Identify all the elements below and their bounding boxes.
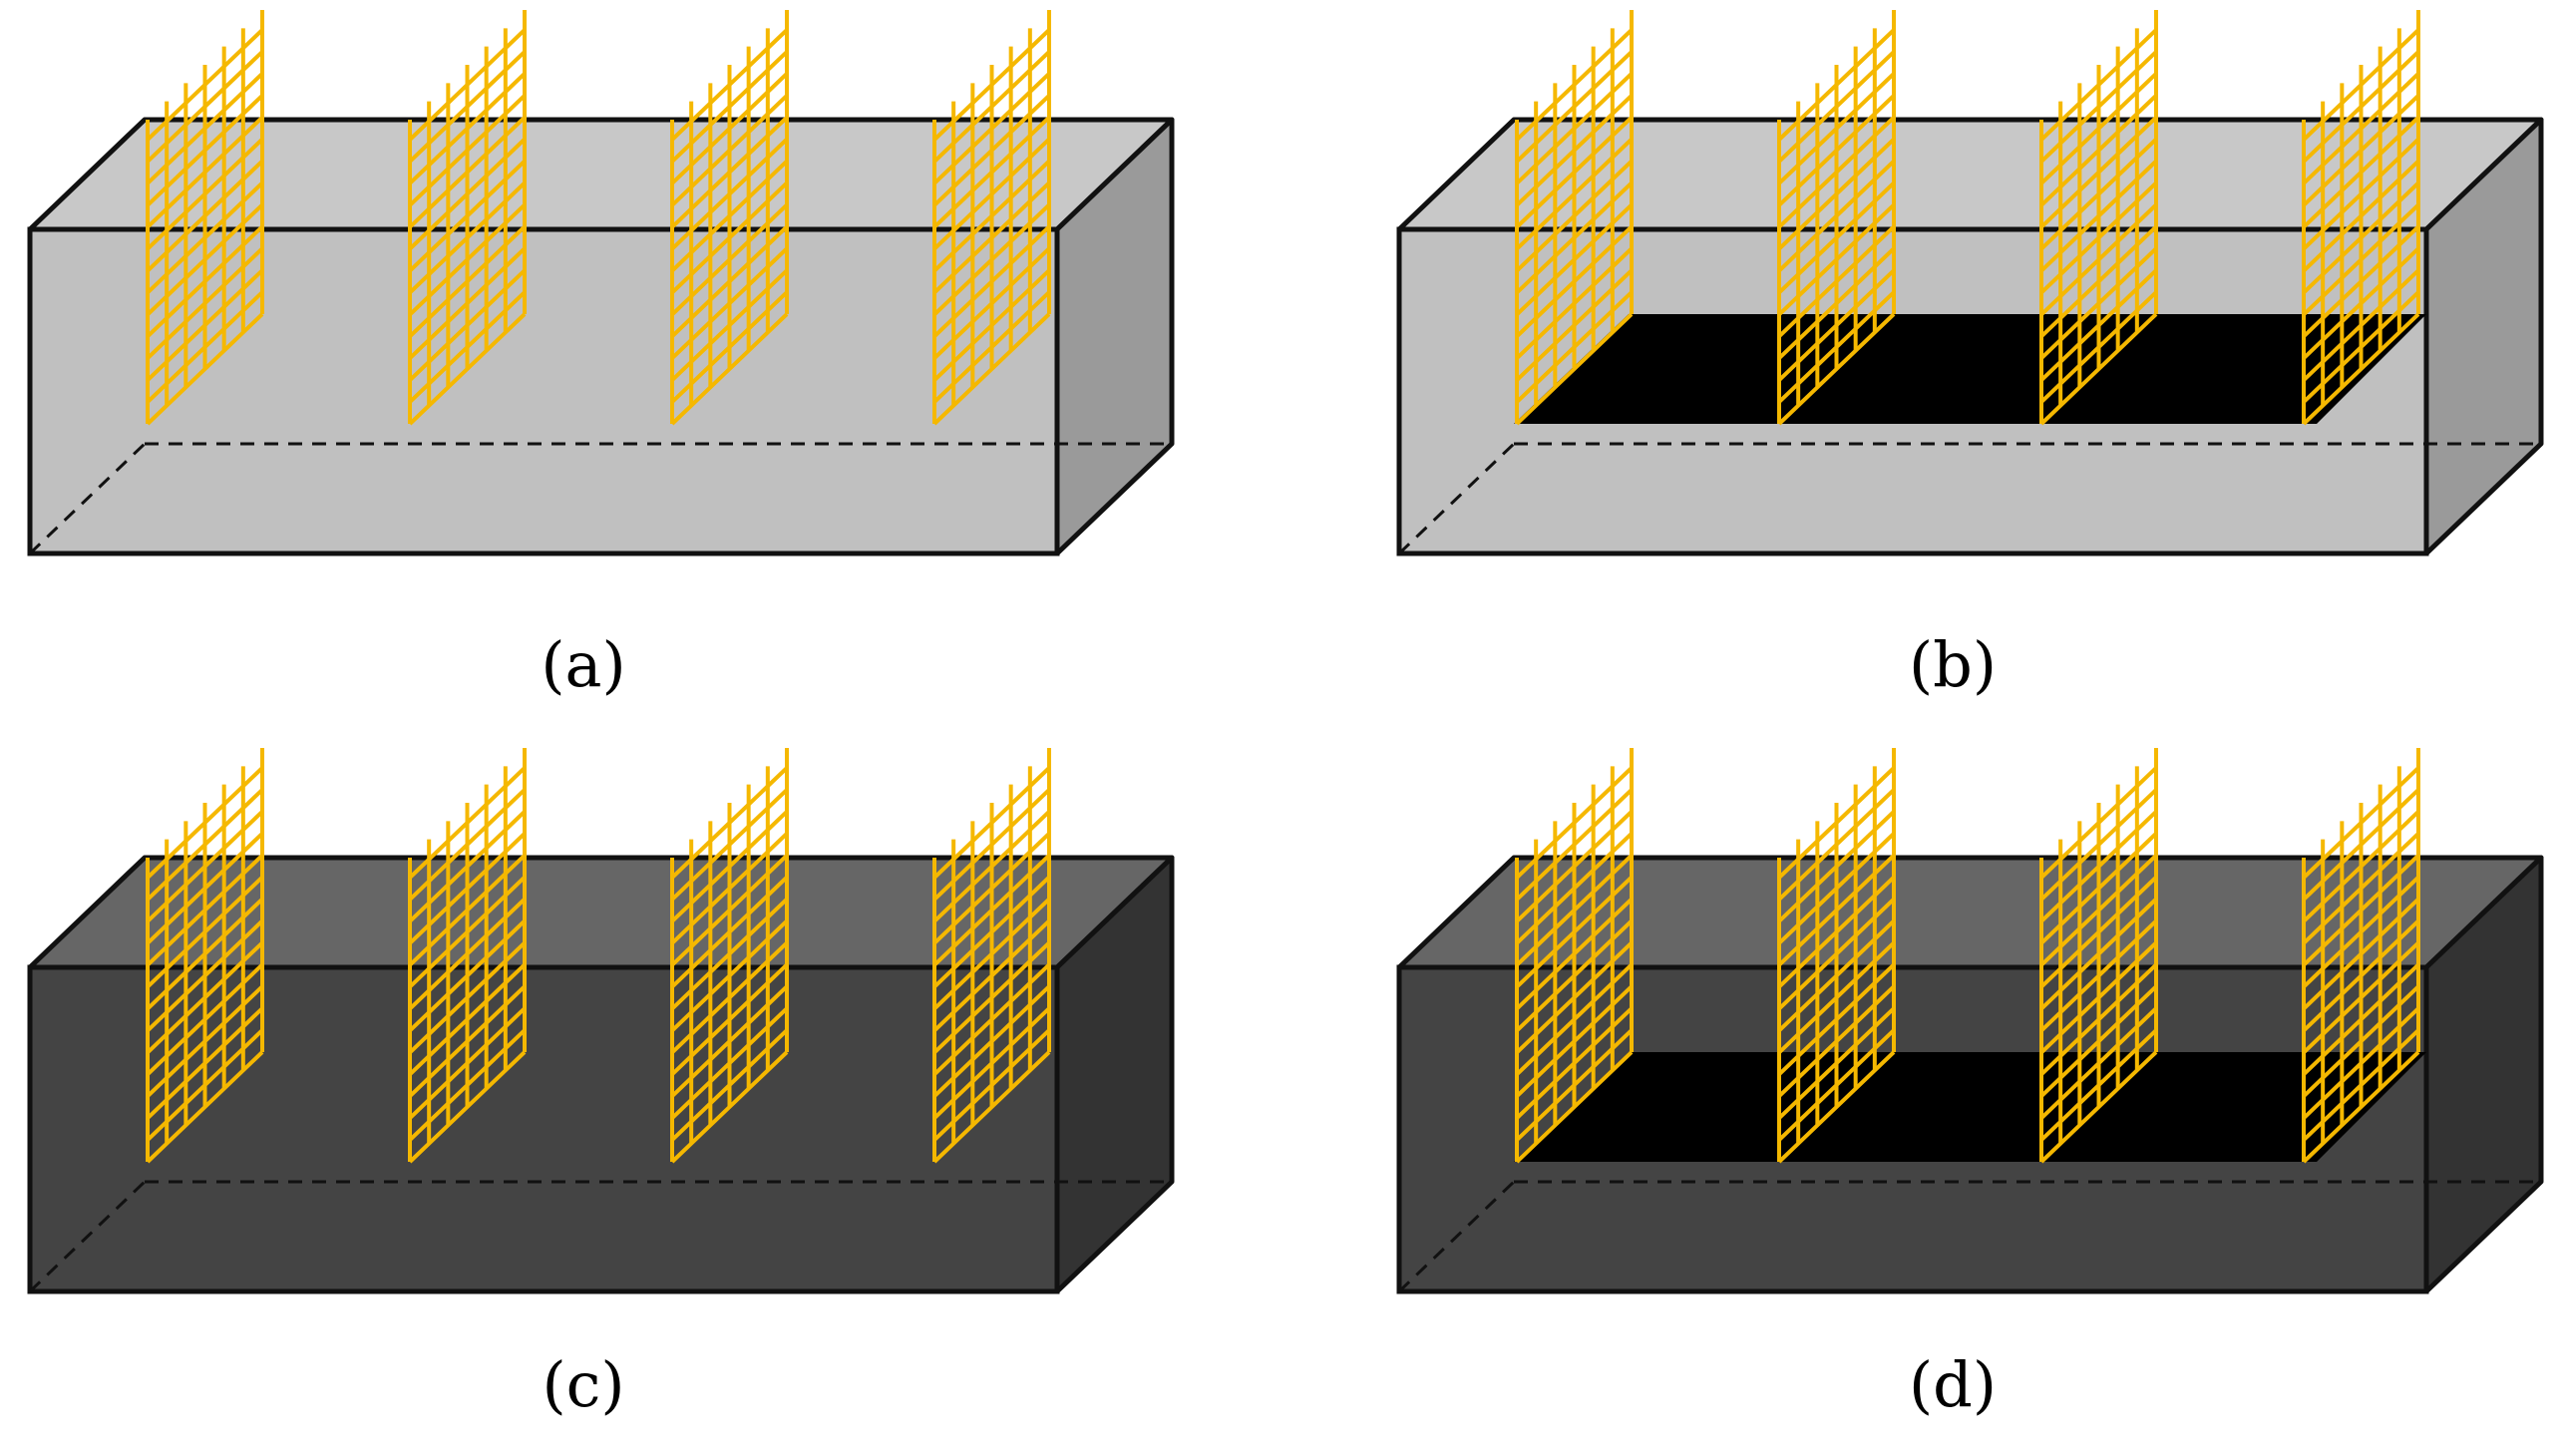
panel-a: (a) [27,10,1175,701]
panel-b-mesh-2 [1777,10,1896,426]
panel-d-box [1396,748,2544,1294]
panel-c-box [27,748,1175,1294]
panel-d-hidden-depth-edge [1397,1180,1516,1293]
panel-c: (c) [27,748,1175,1421]
panel-d-mesh-1 [1515,748,1634,1164]
panel-b-mesh-1 [1515,10,1634,426]
panel-a-mesh-3 [670,10,789,426]
panel-c-mesh-3 [670,748,789,1164]
panel-b-hidden-depth-edge [1397,442,1516,555]
panel-c-caption: (c) [542,1348,624,1421]
panel-a-box [27,10,1175,556]
panel-d: (d) [1396,748,2544,1421]
panel-a-mesh-2 [408,10,527,426]
panel-b-mesh-3 [2039,10,2158,426]
panel-d-black-layer [1514,1052,2426,1162]
panel-c-mesh-2 [408,748,527,1164]
panel-a-mesh-4 [932,10,1051,426]
panel-a-mesh-1 [146,10,264,426]
panel-b-box [1396,10,2544,556]
panel-b-mesh-4 [2302,10,2420,426]
panel-c-hidden-depth-edge [28,1180,147,1293]
panel-b-black-layer [1514,314,2426,424]
panel-d-mesh-3 [2039,748,2158,1164]
panel-a-caption: (a) [541,628,625,701]
panel-d-mesh-2 [1777,748,1896,1164]
panel-b: (b) [1396,10,2544,701]
panel-d-mesh-4 [2302,748,2420,1164]
panel-a-hidden-depth-edge [28,442,147,555]
panel-c-mesh-4 [932,748,1051,1164]
panel-c-mesh-1 [146,748,264,1164]
panel-d-caption: (d) [1909,1348,1997,1421]
panel-b-caption: (b) [1909,628,1997,701]
